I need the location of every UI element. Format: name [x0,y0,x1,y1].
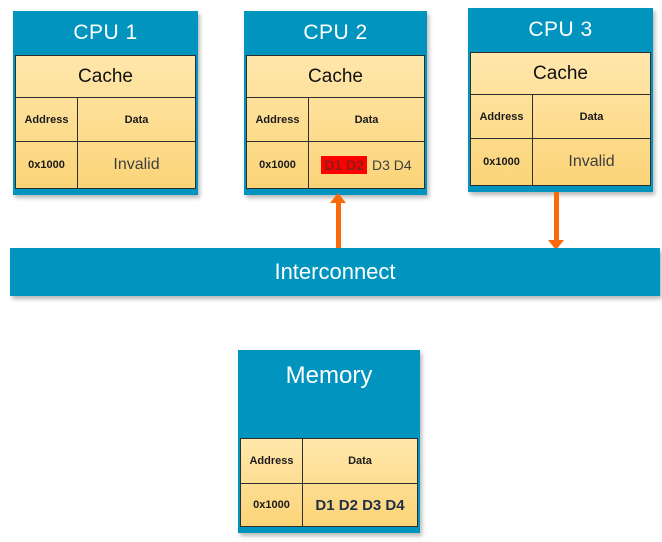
memory-table-data-row: 0x1000 D1 D2 D3 D4 [241,484,417,526]
cpu2-address-value: 0x1000 [247,142,309,188]
memory-block: Memory Address Data 0x1000 D1 D2 D3 D4 [238,350,420,533]
cpu2-table-header-row: Address Data [247,98,424,142]
interconnect-to-cpu2-arrow [330,193,346,252]
cpu1-table-header-row: Address Data [16,98,195,142]
memory-table: Address Data 0x1000 D1 D2 D3 D4 [240,438,418,527]
arrow-down-head [548,240,564,250]
cpu1-data-header: Data [124,113,149,126]
cpu2-cache-label: Cache [247,56,424,98]
cpu3-cache-label: Cache [471,53,650,95]
memory-address-header: Address [241,439,303,483]
cpu3-address-header: Address [471,95,533,138]
cpu1-title: CPU 1 [73,21,138,44]
cpu2-title: CPU 2 [303,21,368,44]
memory-data-value: D1 D2 D3 D4 [315,496,405,514]
cpu2-table-data-row: 0x1000 D1 D2 D3 D4 [247,142,424,188]
cpu2-address-header: Address [247,98,309,141]
cpu1-address-value: 0x1000 [16,142,78,188]
cpu2-data-rest: D3 D4 [372,157,412,173]
memory-address-value: 0x1000 [241,484,303,526]
cpu3-to-interconnect-arrow [548,192,564,250]
cpu3-title: CPU 3 [528,18,593,41]
interconnect-bar: Interconnect [10,248,660,296]
cpu2-modified-data-highlight: D1 D2 [321,156,367,174]
cpu1-block: CPU 1 Cache Address Data 0x1000 Invalid [13,11,198,195]
cpu1-table-data-row: 0x1000 Invalid [16,142,195,188]
cpu1-cache-label: Cache [16,56,195,98]
cpu2-cache-table: Cache Address Data 0x1000 D1 D2 D3 D4 [246,55,425,189]
arrow-stem [553,192,559,240]
cpu2-data-header: Data [354,113,379,126]
memory-data-header: Data [348,455,372,467]
arrow-stem [335,203,341,252]
cpu2-block: CPU 2 Cache Address Data 0x1000 D1 D2 D3… [244,11,427,195]
cpu1-address-header: Address [16,98,78,141]
cpu3-data-header: Data [579,110,604,123]
memory-title: Memory [285,362,373,389]
memory-table-header-row: Address Data [241,439,417,484]
cpu1-data-value: Invalid [113,156,160,173]
cpu3-table-data-row: 0x1000 Invalid [471,139,650,185]
cpu3-cache-table: Cache Address Data 0x1000 Invalid [470,52,651,186]
arrow-up-head [330,193,346,203]
cpu3-block: CPU 3 Cache Address Data 0x1000 Invalid [468,8,653,192]
cpu1-cache-table: Cache Address Data 0x1000 Invalid [15,55,196,189]
cpu3-address-value: 0x1000 [471,139,533,185]
cpu2-data-value: D1 D2 D3 D4 [309,142,424,188]
cpu3-table-header-row: Address Data [471,95,650,139]
cpu3-data-value: Invalid [568,153,615,170]
